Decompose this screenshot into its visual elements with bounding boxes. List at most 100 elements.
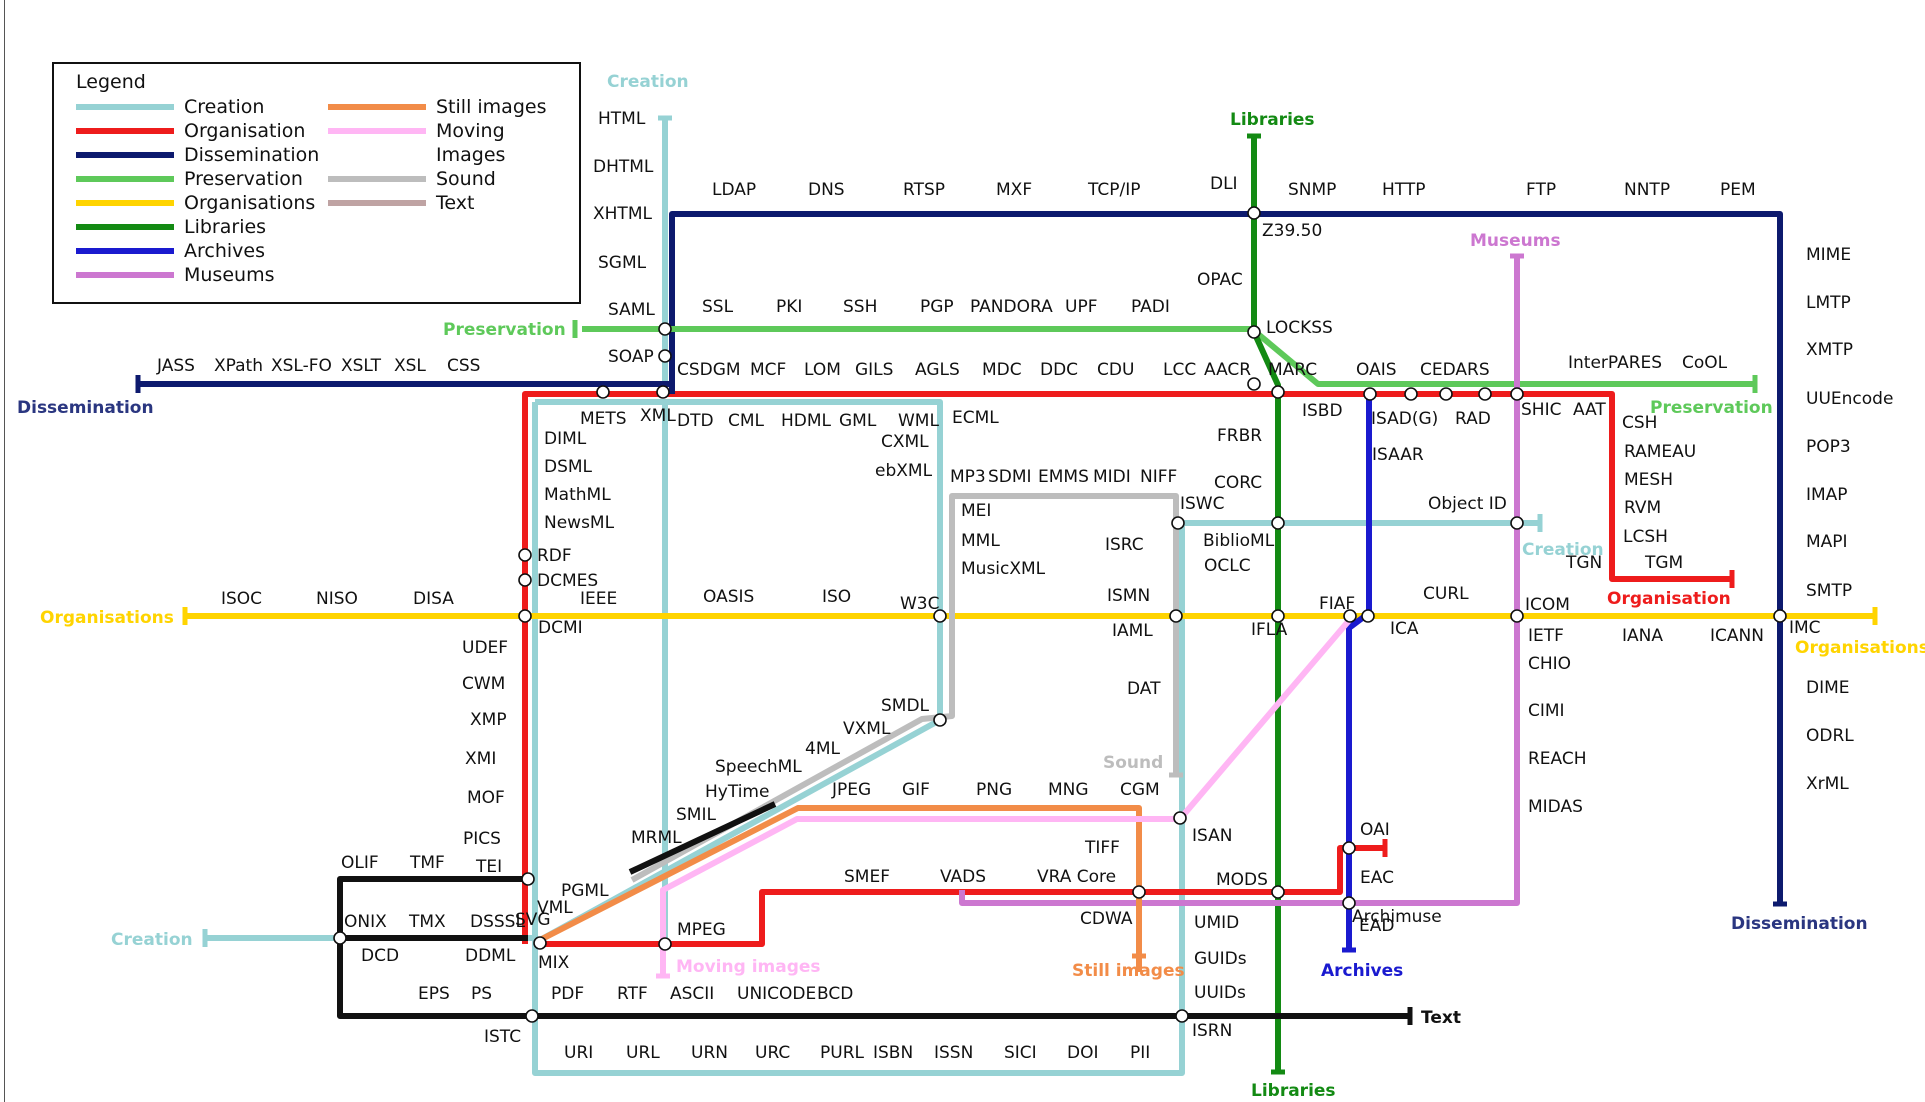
station-ps: PS [471, 984, 492, 1004]
legend-label: Libraries [184, 216, 266, 238]
interchange-station [1773, 609, 1787, 623]
station-dsml: DSML [544, 457, 593, 477]
station-jass: JASS [156, 356, 195, 376]
station-emms: EMMS [1038, 467, 1089, 487]
station-ascii: ASCII [670, 984, 714, 1004]
station-vads: VADS [940, 867, 986, 887]
interchange-station [521, 872, 535, 886]
station-iswc: ISWC [1180, 494, 1224, 514]
station-odrl: ODRL [1806, 726, 1854, 746]
interchange-station [1271, 885, 1285, 899]
station-png: PNG [976, 780, 1012, 800]
interchange-station [1478, 387, 1492, 401]
legend-label: Sound [436, 168, 496, 190]
text-black-loop [337, 876, 1410, 1019]
interchange-station [518, 609, 532, 623]
station-tmf: TMF [409, 853, 445, 873]
station-onix: ONIX [344, 912, 387, 932]
station-cwm: CWM [462, 674, 505, 694]
station-svg: SVG [515, 910, 551, 930]
station-pii: PII [1130, 1043, 1150, 1063]
station-xmtp: XMTP [1806, 340, 1853, 360]
station-corc: CORC [1214, 473, 1262, 493]
station-pki: PKI [776, 297, 802, 317]
legend-label: Organisation [184, 120, 305, 142]
interchange-station [1510, 387, 1524, 401]
station-oai: OAI [1360, 820, 1390, 840]
station-dhtml: DHTML [593, 157, 654, 177]
station-interpares: InterPARES [1568, 353, 1662, 373]
station-css: CSS [447, 356, 480, 376]
station-dtd: DTD [677, 411, 714, 431]
station-gif: GIF [902, 780, 930, 800]
station-padi: PADI [1131, 297, 1170, 317]
station-lom: LOM [804, 360, 841, 380]
station-vxml: VXML [843, 719, 891, 739]
station-musicxml: MusicXML [961, 559, 1046, 579]
station-lmtp: LMTP [1806, 293, 1851, 313]
terminal-label-museums: Museums [1470, 231, 1561, 251]
station-tei: TEI [475, 857, 502, 877]
station-smtp: SMTP [1806, 581, 1852, 601]
interchange-station [656, 385, 670, 399]
station-isaar: ISAAR [1372, 445, 1424, 465]
station-tcp-ip: TCP/IP [1087, 180, 1141, 200]
station-isbn: ISBN [873, 1043, 913, 1063]
interchange-station [933, 713, 947, 727]
station-ieee: IEEE [580, 589, 617, 609]
station-imc: IMC [1789, 618, 1821, 638]
station-gils: GILS [855, 360, 893, 380]
station-rdf: RDF [537, 546, 572, 566]
station-midas: MIDAS [1528, 797, 1583, 817]
station-lcc: LCC [1163, 360, 1196, 380]
station-dcmi: DCMI [538, 618, 583, 638]
terminal-label-creation: Creation [607, 72, 689, 92]
station-oasis: OASIS [703, 587, 754, 607]
interchange-station [658, 322, 672, 336]
dissemination-top [669, 211, 1783, 904]
station-rvm: RVM [1624, 498, 1661, 518]
terminal-label-organisations: Organisations [40, 608, 174, 628]
station-isrc: ISRC [1105, 535, 1144, 555]
station-mp3: MP3 [950, 467, 986, 487]
station-pgp: PGP [920, 297, 954, 317]
station-marc: MARC [1268, 360, 1317, 380]
station-frbr: FRBR [1217, 426, 1262, 446]
station-mime: MIME [1806, 245, 1851, 265]
station-purl: PURL [820, 1043, 865, 1063]
station-shic: SHIC [1521, 400, 1561, 420]
station-xsl-fo: XSL-FO [271, 356, 332, 376]
station-curl: CURL [1423, 584, 1469, 604]
station-tgn: TGN [1565, 553, 1602, 573]
station-cdu: CDU [1097, 360, 1134, 380]
interchange-station [1247, 325, 1261, 339]
station-mathml: MathML [544, 485, 611, 505]
station-unicode: UNICODE [737, 984, 816, 1004]
station-mrml: MRML [631, 828, 682, 848]
station-aacr: AACR [1204, 360, 1251, 380]
station-icom: ICOM [1525, 595, 1570, 615]
station-hdml: HDML [781, 411, 832, 431]
station-eac: EAC [1360, 868, 1394, 888]
terminal-label-organisations: Organisations [1795, 638, 1925, 658]
station-bcd: BCD [817, 984, 853, 1004]
station-w3c: W3C [900, 594, 940, 614]
terminal-label-libraries: Libraries [1251, 1081, 1336, 1101]
station-uri: URI [564, 1043, 593, 1063]
station-mcf: MCF [750, 360, 786, 380]
station-snmp: SNMP [1288, 180, 1336, 200]
left-border [4, 0, 5, 1102]
interchange-station [1175, 1009, 1189, 1023]
station-iaml: IAML [1112, 621, 1153, 641]
interchange-station [1271, 516, 1285, 530]
station-vra-core: VRA Core [1037, 867, 1116, 887]
station-smef: SMEF [844, 867, 890, 887]
station-niff: NIFF [1140, 467, 1177, 487]
terminal-label-creation: Creation [111, 930, 193, 950]
interchange-station [1439, 387, 1453, 401]
station-smdl: SMDL [881, 696, 930, 716]
station-newsml: NewsML [544, 513, 615, 533]
legend-title: Legend [76, 71, 146, 93]
